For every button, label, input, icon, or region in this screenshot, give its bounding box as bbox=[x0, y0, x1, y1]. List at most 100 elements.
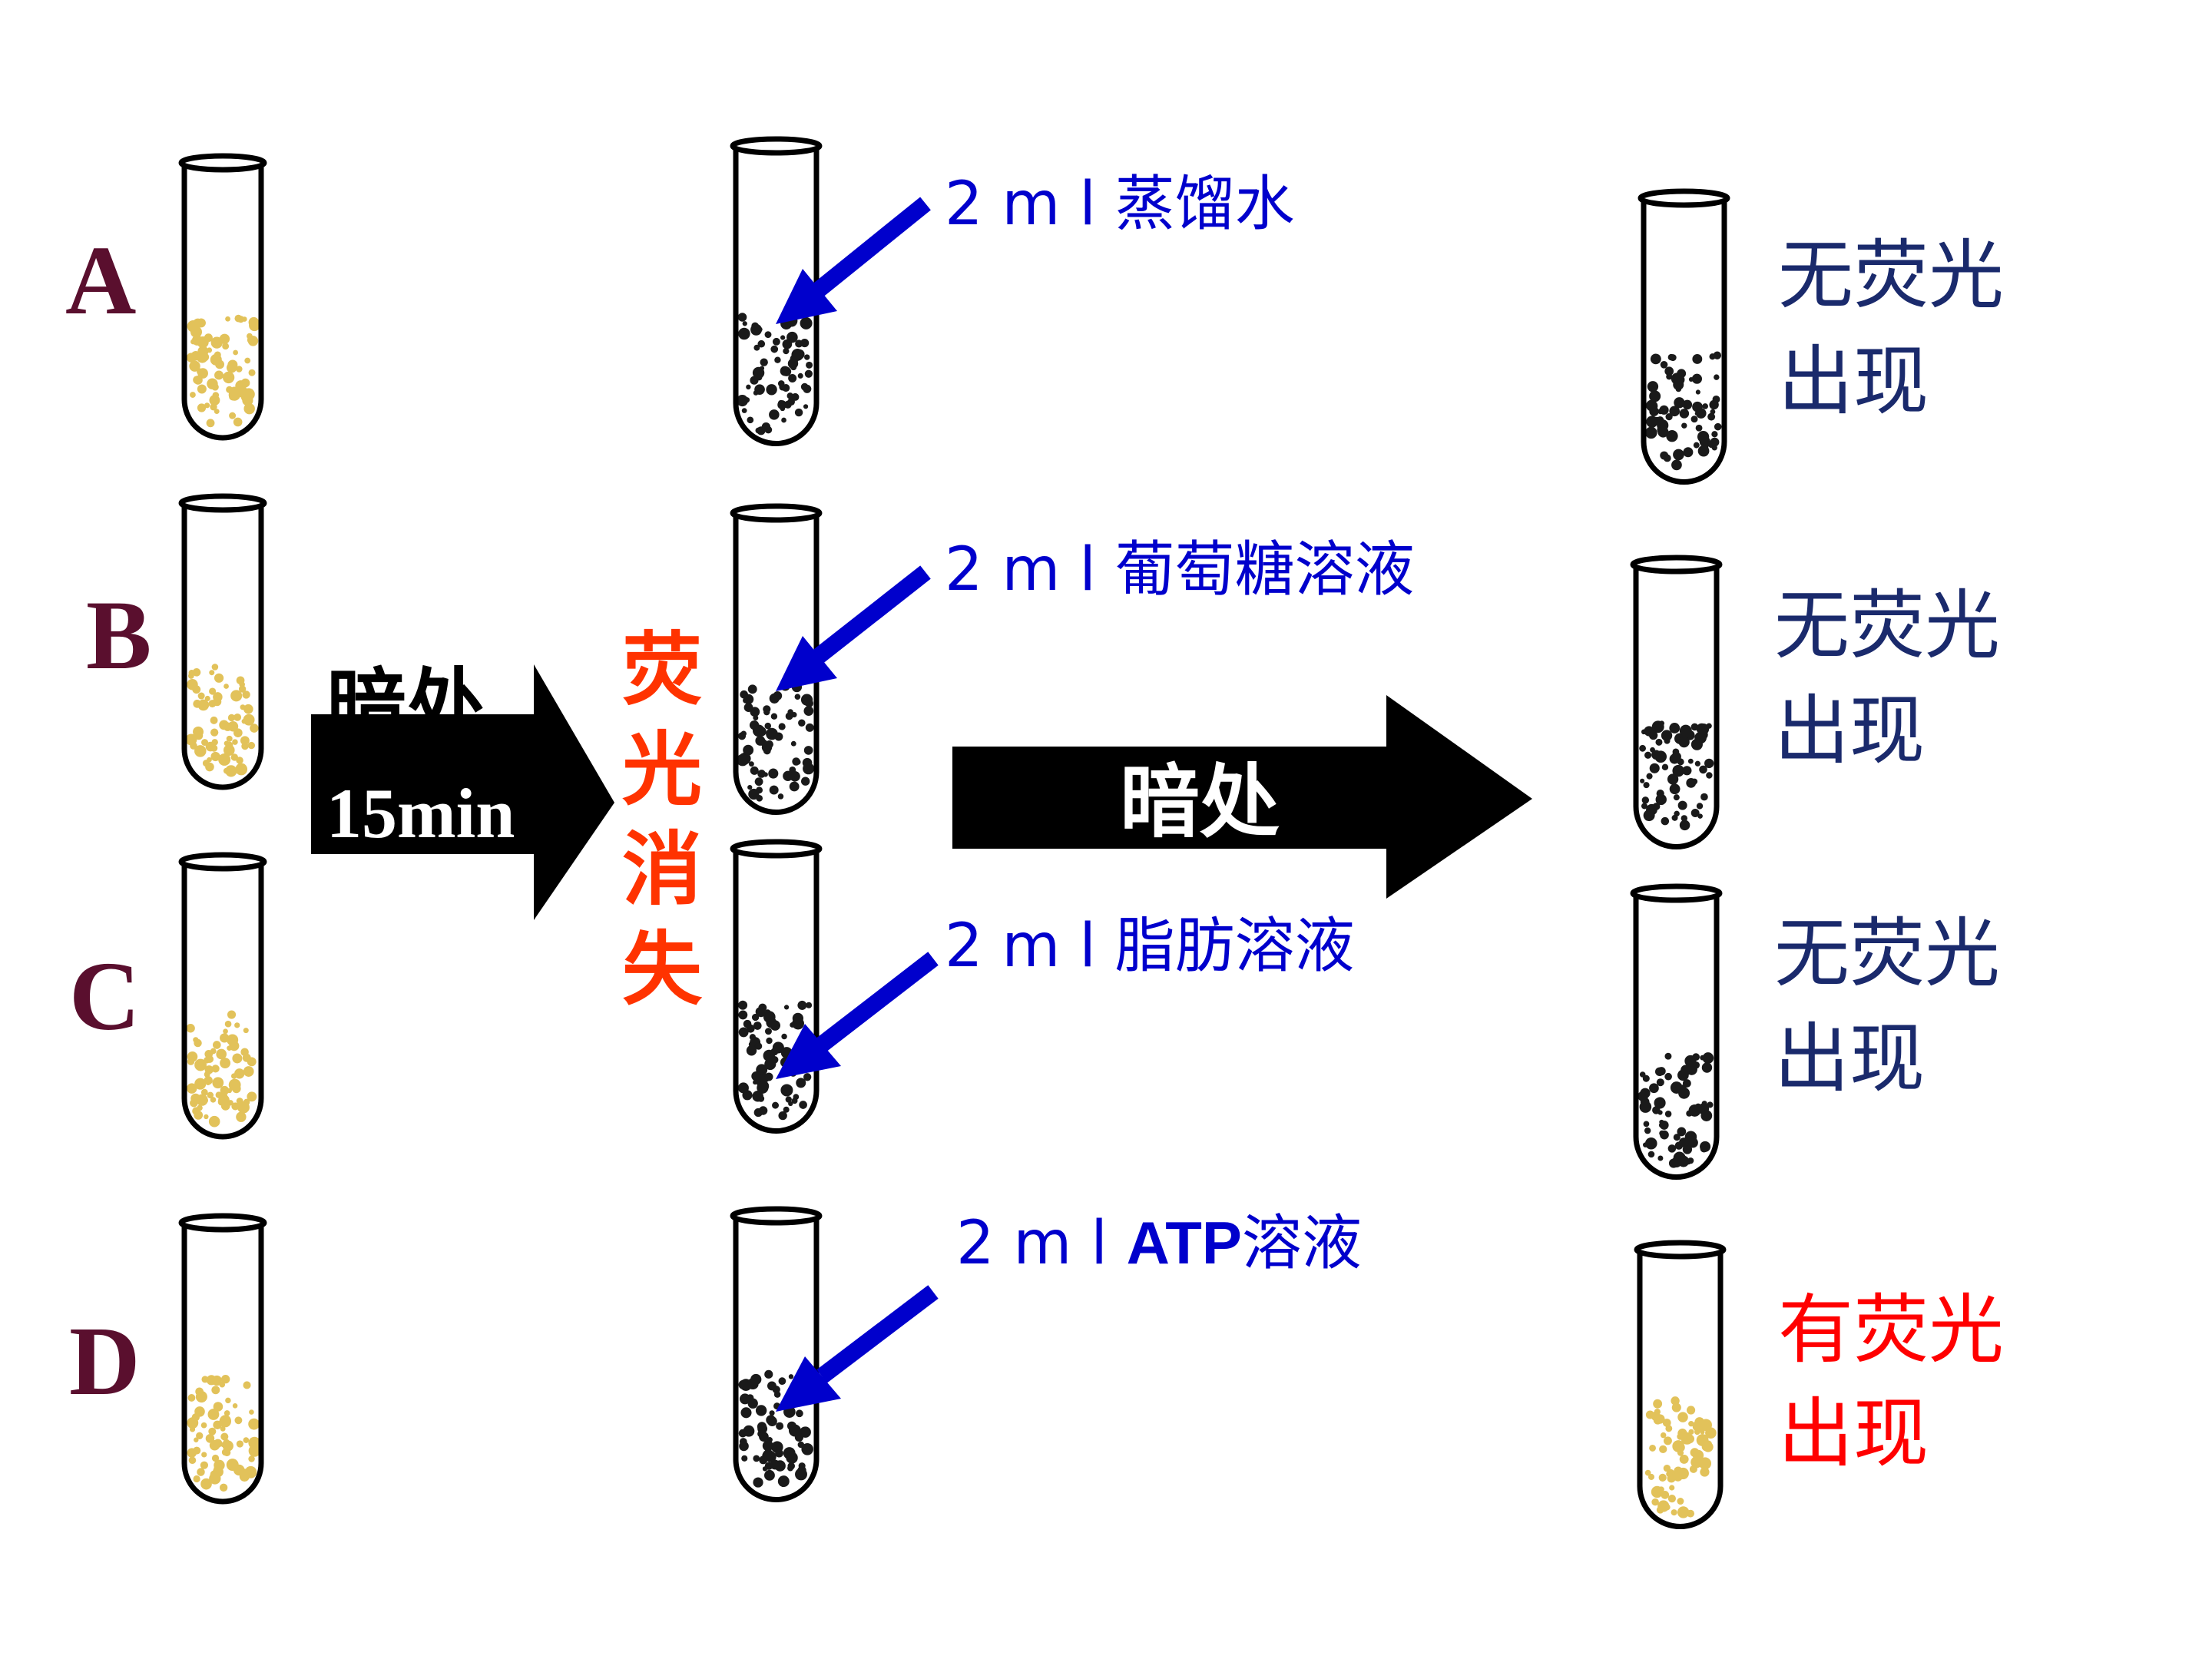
tube-particle bbox=[1669, 354, 1677, 362]
tube-particle bbox=[1643, 1142, 1648, 1147]
tube-particle bbox=[806, 1002, 813, 1008]
tube-particle bbox=[211, 664, 219, 671]
middle-char-2: 光 bbox=[622, 723, 702, 816]
tube-particle bbox=[792, 757, 800, 766]
tube-particle bbox=[220, 1375, 230, 1384]
tube-particle bbox=[224, 740, 230, 747]
tube-particle bbox=[1653, 1399, 1663, 1409]
tube-particle bbox=[248, 316, 260, 328]
result-d: 有荧光 出现 bbox=[1778, 1286, 2004, 1478]
tube-particle bbox=[759, 1432, 769, 1442]
middle-char-4: 失 bbox=[622, 922, 703, 1016]
tube-particle bbox=[1673, 449, 1684, 461]
tube-particle bbox=[770, 345, 779, 353]
tube-particle bbox=[204, 695, 210, 702]
tube-particle bbox=[1679, 724, 1692, 737]
tube-particle bbox=[749, 720, 760, 730]
tube-particle bbox=[236, 1440, 243, 1448]
tube-particle bbox=[803, 354, 810, 360]
tube-particle bbox=[762, 1466, 768, 1472]
tube-particle bbox=[189, 360, 200, 372]
tube-particle bbox=[1651, 1485, 1664, 1498]
tube-left-b bbox=[178, 493, 267, 790]
tube-particle bbox=[1690, 1448, 1700, 1458]
tube-particle bbox=[1663, 1464, 1671, 1472]
tube-particle bbox=[747, 784, 753, 790]
tube-particle bbox=[785, 1096, 792, 1103]
tube-particle bbox=[227, 1045, 232, 1051]
tube-particle bbox=[233, 349, 239, 356]
tube-particle bbox=[1672, 764, 1684, 777]
tube-particle bbox=[769, 1410, 775, 1416]
tube-particle bbox=[1673, 794, 1680, 801]
tube-particle bbox=[1656, 1078, 1664, 1087]
tube-particle bbox=[1652, 803, 1661, 810]
tube-particle bbox=[797, 1000, 807, 1010]
tube-particle bbox=[1700, 1110, 1713, 1121]
tube-particle bbox=[763, 708, 770, 716]
tube-particle bbox=[1706, 723, 1712, 729]
tube-particle bbox=[777, 380, 785, 387]
tube-particle bbox=[248, 1418, 260, 1430]
middle-char-3: 消 bbox=[622, 823, 702, 916]
tube-particle bbox=[763, 1049, 775, 1062]
pointer-arrow-a bbox=[776, 197, 931, 324]
tube-particle bbox=[227, 714, 236, 722]
tube-particle bbox=[1704, 758, 1714, 769]
tube-outline bbox=[181, 503, 264, 790]
tube-particle bbox=[772, 1041, 784, 1054]
tube-particle bbox=[243, 1028, 249, 1034]
tube-particle bbox=[188, 1456, 197, 1465]
tube-particle bbox=[186, 353, 197, 363]
tube-particle bbox=[787, 1462, 796, 1470]
tube-particle bbox=[1668, 1158, 1679, 1168]
tube-particle bbox=[194, 1406, 205, 1417]
tube-particle bbox=[775, 1449, 783, 1458]
tube-particle bbox=[213, 1402, 224, 1412]
tube-particle bbox=[225, 765, 237, 777]
tube-particle bbox=[1651, 1498, 1659, 1506]
tube-particle bbox=[209, 670, 215, 676]
tube-particle bbox=[223, 722, 233, 731]
tube-particle bbox=[743, 1019, 752, 1028]
reagent-label-d: 2 m l ATP溶液 bbox=[956, 1209, 1362, 1278]
tube-particle bbox=[783, 770, 793, 781]
tube-particle bbox=[197, 1065, 204, 1071]
tube-middle-c bbox=[730, 839, 823, 1134]
tube-particle bbox=[200, 1461, 208, 1469]
tube-particle bbox=[763, 747, 771, 755]
tube-particle bbox=[249, 1409, 254, 1415]
tube-particle bbox=[800, 382, 809, 391]
tube-particle bbox=[196, 1094, 208, 1106]
tube-particle bbox=[1659, 1130, 1665, 1137]
tube-particle bbox=[737, 313, 747, 322]
tube-particle bbox=[233, 728, 243, 737]
tube-particle bbox=[243, 1066, 254, 1077]
tube-particle bbox=[782, 384, 790, 392]
tube-particle bbox=[201, 739, 209, 747]
tube-outline bbox=[733, 513, 820, 815]
tube-particle bbox=[1644, 1137, 1657, 1150]
tube-particle bbox=[805, 723, 814, 732]
reagent-label-b: 2 m l 葡萄糖溶液 bbox=[945, 535, 1415, 604]
tube-particle bbox=[755, 1405, 767, 1416]
tube-particle bbox=[1700, 1055, 1705, 1061]
tube-particle bbox=[210, 751, 220, 762]
tube-particle bbox=[1671, 1509, 1677, 1516]
arrow-dark-15min: 暗处 15min bbox=[311, 659, 614, 920]
tube-particle bbox=[197, 368, 208, 379]
tube-particle bbox=[1654, 750, 1667, 763]
tube-particle bbox=[1640, 778, 1645, 783]
tube-particle bbox=[798, 719, 806, 727]
tube-particle bbox=[247, 1057, 257, 1067]
tube-particle bbox=[783, 1447, 796, 1459]
tube-particle bbox=[797, 1465, 806, 1475]
tube-particle bbox=[765, 740, 773, 749]
tube-particle bbox=[208, 1115, 220, 1128]
tube-particle bbox=[754, 777, 763, 786]
tube-particle bbox=[186, 1024, 195, 1033]
tube-particle bbox=[236, 366, 243, 373]
tube-particle bbox=[1649, 1444, 1657, 1452]
tube-outline bbox=[1641, 198, 1727, 485]
tube-particle bbox=[1702, 1052, 1714, 1064]
